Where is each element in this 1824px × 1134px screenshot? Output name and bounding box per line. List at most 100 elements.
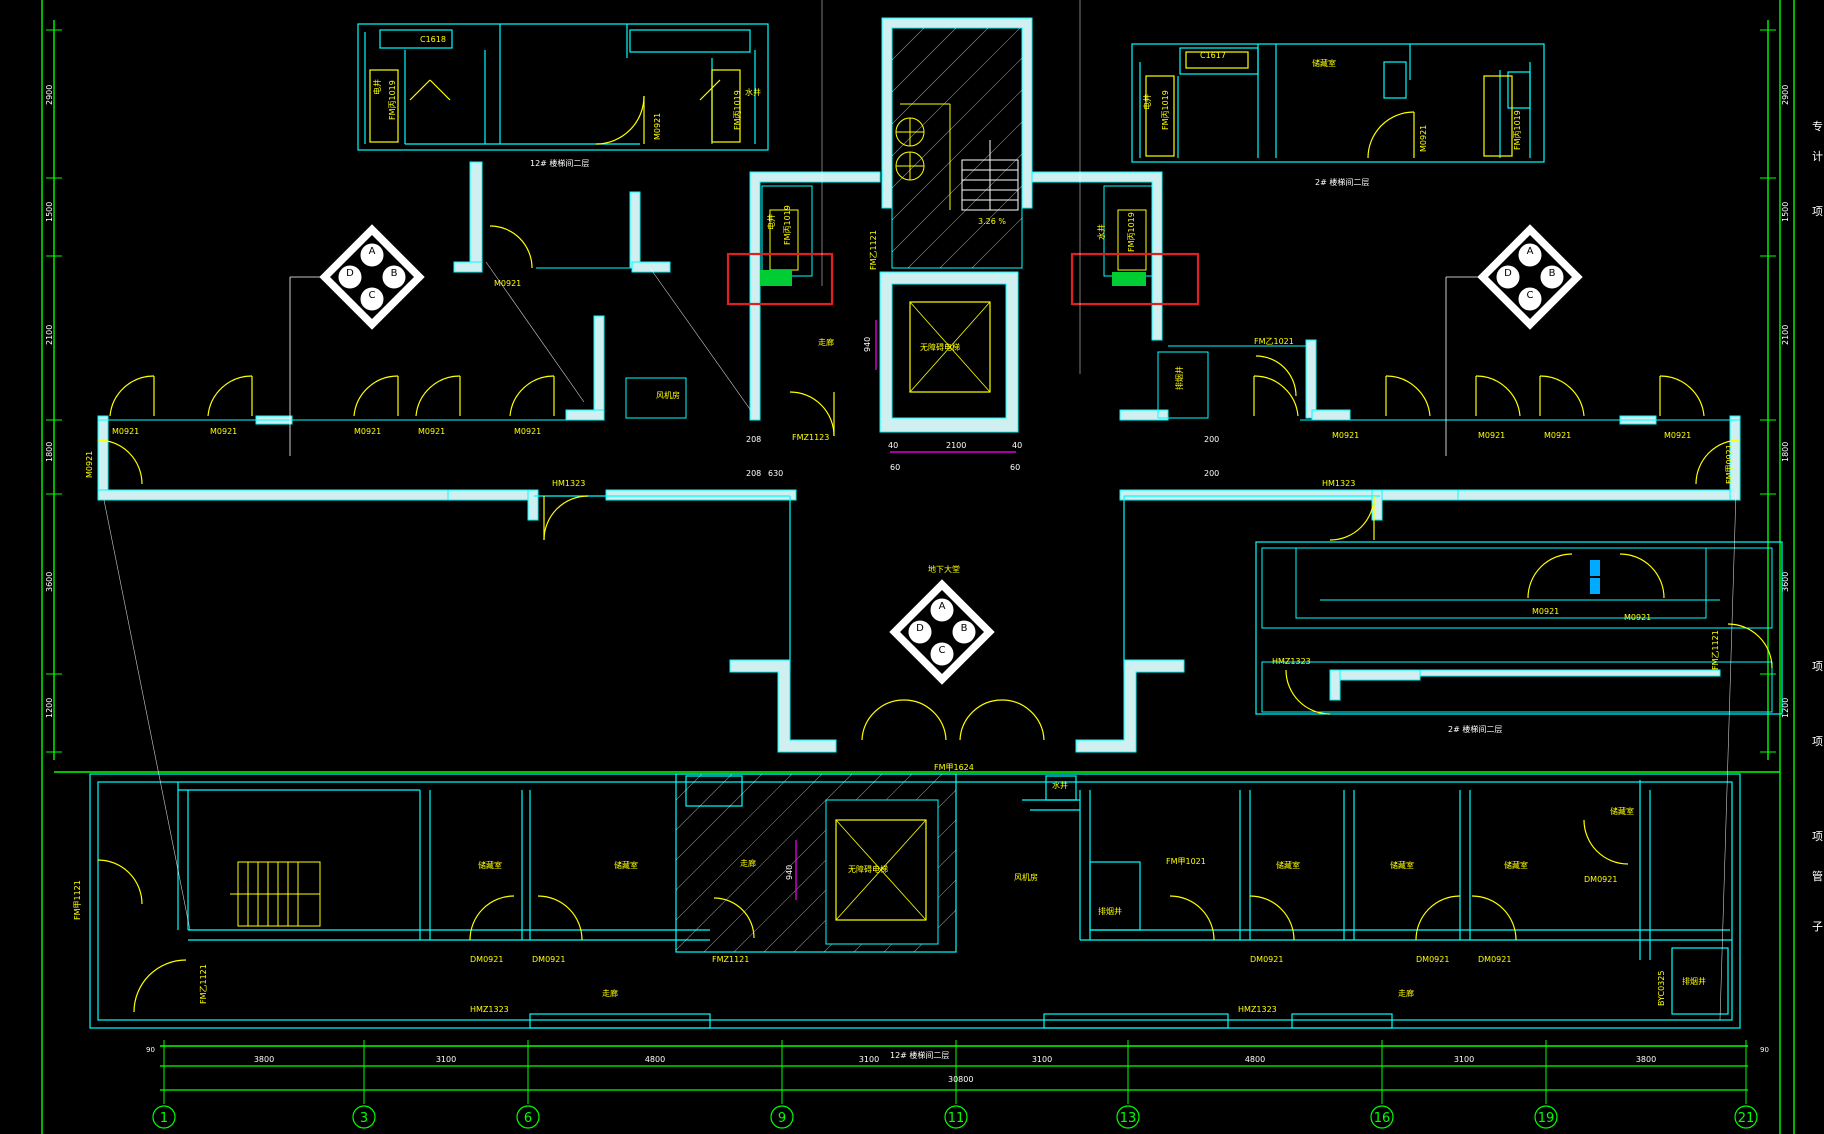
lower-band-doors	[97, 819, 1629, 1013]
svg-text:项: 项	[1812, 660, 1823, 673]
room-storage-b3: 储藏室	[1276, 860, 1300, 870]
sign-letter: A	[369, 246, 376, 257]
tag-fmyi-lower: FM乙1121	[199, 964, 208, 1004]
right-dim-3: 2100	[1781, 325, 1790, 345]
room-corridor-top: 走廊	[818, 337, 834, 347]
room-storage-b5: 储藏室	[1504, 860, 1528, 870]
room-water-b: 水井	[1052, 780, 1068, 790]
left-dimension-ladder	[46, 20, 62, 760]
tag-byc: BYC0325	[1657, 971, 1666, 1006]
axis-bubble	[1534, 1105, 1558, 1129]
tag-dm0921-1: DM0921	[470, 955, 503, 964]
room-water-l1: 水井	[745, 87, 761, 97]
right-dim-1: 2900	[1781, 85, 1790, 105]
caption-top-right: 2# 楼梯间二层	[1315, 177, 1369, 187]
side-dimension-text: 2900 1500 2100 1800 3600 1200 2900 1500 …	[45, 85, 1790, 718]
sign-letter: C	[939, 645, 946, 656]
tag-m0921-mr1: M0921	[1532, 607, 1559, 616]
axis-bubble	[1734, 1105, 1758, 1129]
right-dimension-ladder	[1760, 20, 1776, 760]
upper-corridor-tags: M0921 M0921 M0921 M0921 M0921 M0921 M092…	[85, 279, 1734, 484]
sign-letter: C	[369, 290, 376, 301]
middle-hall-doors	[543, 495, 1375, 741]
tag-m0921-u1: M0921	[112, 427, 139, 436]
tag-m0921-u6: M0921	[494, 279, 521, 288]
tag-fmjing-l2: FM丙1019	[733, 90, 742, 130]
axis-span-label: 3100	[859, 1055, 879, 1064]
tag-m0921-u3: M0921	[354, 427, 381, 436]
room-stair-label: 3.26 %	[978, 217, 1006, 226]
axis-bubble	[1116, 1105, 1140, 1129]
right-dim-6: 1200	[1781, 698, 1790, 718]
room-fan-b: 风机房	[1014, 872, 1038, 882]
svg-text:项: 项	[1812, 830, 1823, 843]
svg-text:子: 子	[1812, 920, 1823, 933]
svg-text:专: 专	[1812, 119, 1823, 133]
room-smoke-b: 排烟井	[1098, 906, 1122, 916]
axis-end-left: 90	[146, 1046, 155, 1054]
mid-right-box: M0921 M0921 HMZ1323 FM乙1121 2# 楼梯间二层	[1261, 547, 1773, 734]
left-dim-2: 1500	[45, 202, 54, 222]
axis-span-label: 4800	[1245, 1055, 1265, 1064]
tag-hmz1323-mr: HMZ1323	[1272, 657, 1311, 666]
tag-fmyi1121-mr: FM乙1121	[1711, 630, 1720, 670]
title-block-strip: 专 计 项 项 项 项 管 子	[1812, 119, 1823, 933]
tag-fmjia-lower: FM甲1021	[1166, 857, 1206, 866]
sign-letter: A	[939, 601, 946, 612]
stair-core-top: 3.26 % 无障碍电梯 2100 40 40 60 60 940	[863, 17, 1033, 472]
tag-m0921-u2: M0921	[210, 427, 237, 436]
axis-label: 16	[1374, 1111, 1391, 1126]
axis-bubble	[770, 1105, 794, 1129]
axis-span-label: 3100	[1454, 1055, 1474, 1064]
sign-letter: C	[1527, 290, 1534, 301]
right-dim-5: 3600	[1781, 572, 1790, 592]
upper-corridor-doors	[97, 225, 1741, 485]
axis-label: 11	[948, 1111, 965, 1126]
inset-top-right	[1131, 43, 1545, 163]
lower-band-tags: DM0921 DM0921 DM0921 DM0921 DM0921 DM092…	[73, 763, 1706, 1014]
axis-total: 30800	[948, 1075, 973, 1084]
tag-m0921-r1: M0921	[1419, 125, 1428, 152]
stair-core-bottom: 无障碍电梯 走廊 940	[675, 773, 957, 953]
room-smoke-u: 排烟井	[1174, 366, 1184, 390]
tag-fmjing-l1: FM丙1019	[388, 80, 397, 120]
lower-stair	[230, 861, 321, 927]
axis-span-label: 3800	[1636, 1055, 1656, 1064]
tag-m0921-u10: M0921	[1664, 431, 1691, 440]
inset-top-left-labels: C1618 FM丙1019 M0921 FM丙1019 电井 水井 12# 楼梯…	[372, 35, 761, 168]
tag-fmjing-r1: FM丙1019	[1161, 90, 1170, 130]
axis-label: 1	[160, 1111, 168, 1126]
tag-hmz1323-a: HMZ1323	[470, 1005, 509, 1014]
tag-c1618: C1618	[420, 35, 446, 44]
axis-label: 6	[524, 1111, 532, 1126]
axis-span-label: 3100	[1032, 1055, 1052, 1064]
room-electric-c1: 电井	[766, 214, 776, 230]
reference-lines	[103, 0, 1737, 1021]
tag-fmj1121-l: FM甲1121	[73, 880, 82, 920]
room-corridor-b1: 走廊	[602, 988, 618, 998]
room-storage-b2: 储藏室	[614, 860, 638, 870]
tag-m0921-u9: M0921	[1544, 431, 1571, 440]
axis-bubble	[152, 1105, 176, 1129]
axis-label: 9	[778, 1111, 786, 1126]
dim-200-a: 200	[1204, 435, 1219, 444]
caption-top-left: 12# 楼梯间二层	[530, 158, 589, 168]
sign-letter: A	[1527, 246, 1534, 257]
stair-wings-top: 电井 FM丙1019 水井 FM丙1019 FM乙1121 走廊	[749, 171, 1163, 437]
dim-60-a: 60	[890, 463, 900, 472]
sign-letter: D	[346, 268, 354, 279]
axis-caption: 12# 楼梯间二层	[890, 1050, 949, 1060]
left-dim-5: 3600	[45, 572, 54, 592]
left-dim-1: 2900	[45, 85, 54, 105]
middle-hall-lines	[534, 495, 1783, 715]
axis-span-label: 3100	[436, 1055, 456, 1064]
tag-c1617: C1617	[1200, 51, 1226, 60]
tag-dm0921-2: DM0921	[532, 955, 565, 964]
middle-hall-walls	[447, 489, 1459, 753]
sign-letter: B	[961, 623, 968, 634]
